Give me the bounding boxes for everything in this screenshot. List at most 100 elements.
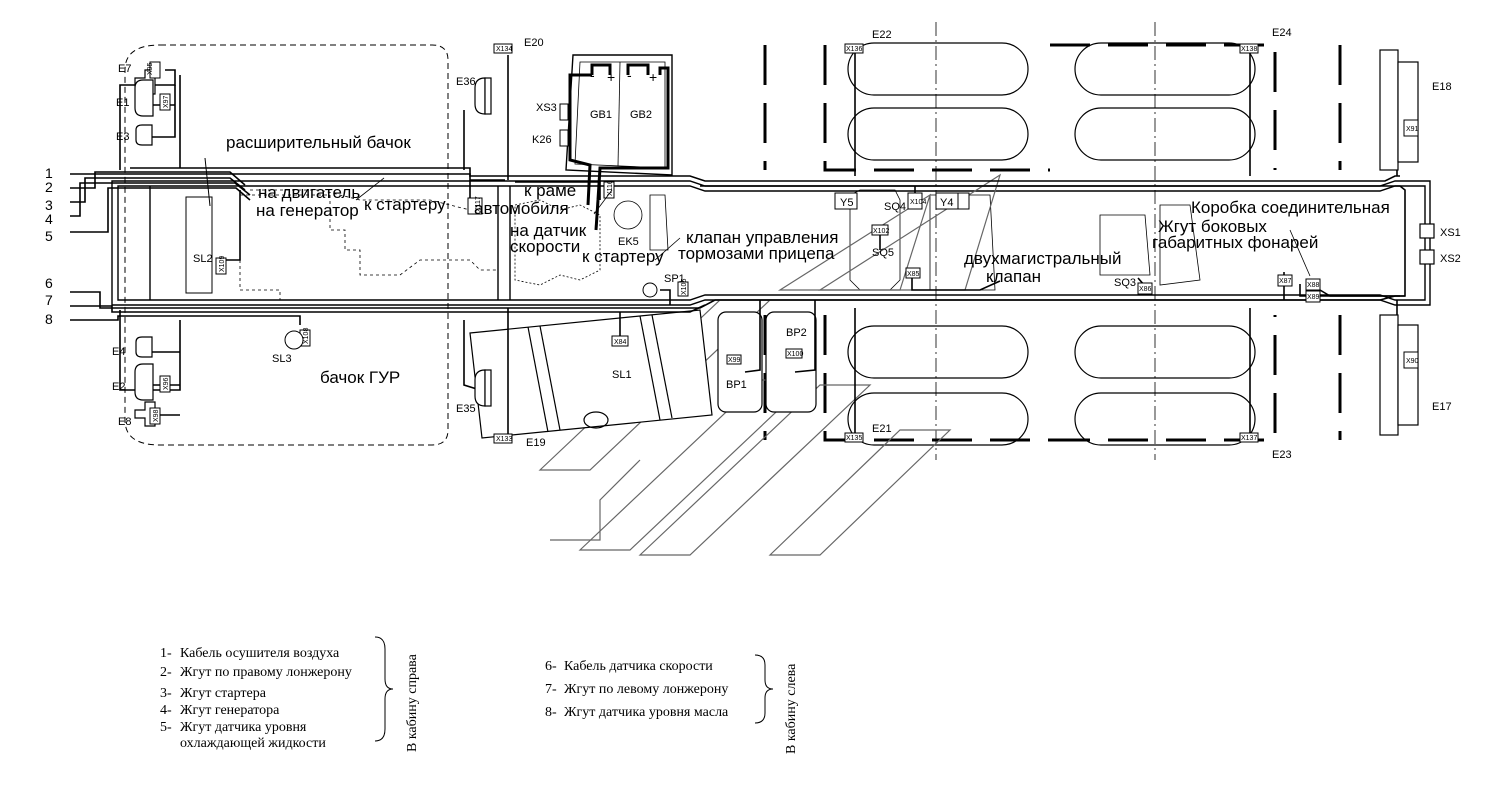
label-e35: E35 [456, 403, 476, 415]
label-sq3: SQ3 [1114, 277, 1136, 289]
connector-x116: X116 [607, 180, 614, 196]
annotation-power-steering-tank: бачок ГУР [320, 368, 400, 387]
label-xs3: XS3 [536, 102, 557, 114]
connector-x136: X136 [846, 46, 862, 53]
legend-item-text: Кабель осушителя воздуха [180, 646, 340, 661]
legend-item-text-cont: охлаждающей жидкости [180, 736, 326, 751]
connector-x108: X108 [303, 328, 310, 344]
legend-brace-left [754, 654, 774, 724]
annotation-to-speed-sensor-2: скорости [510, 237, 580, 256]
connector-x90: X90 [1406, 358, 1419, 365]
legend-item-text: Жгут генератора [180, 703, 280, 718]
connector-x109: X109 [219, 256, 226, 272]
rear-lamps [1379, 49, 1435, 436]
connector-x104: X104 [910, 199, 926, 206]
legend-item-text: Жгут датчика уровня [180, 720, 307, 735]
connector-x86: X86 [1139, 286, 1152, 293]
connector-x89: X89 [1307, 294, 1320, 301]
legend-item-text: Жгут датчика уровня масла [564, 705, 729, 720]
annotation-junction-box: Коробка соединительная [1191, 198, 1390, 217]
axle-centerlines [935, 22, 1156, 460]
legend-item-number: 3- [160, 686, 172, 701]
annotation-to-starter-1: к стартеру [364, 195, 446, 214]
label-xs1: XS1 [1440, 227, 1461, 239]
connector-x98: X98 [153, 409, 160, 422]
connector-x91: X91 [1406, 126, 1419, 133]
label-k26: K26 [532, 134, 552, 146]
label-e7: E7 [118, 63, 131, 75]
annotation-trailer-valve-1: клапан управления [686, 228, 839, 247]
connector-x102: X102 [873, 228, 889, 235]
annotation-to-frame-2: автомобиля [474, 199, 569, 218]
annotation-dual-valve-1: двухмагистральный [964, 249, 1122, 268]
cab-outline [124, 44, 449, 446]
wheels [847, 42, 1256, 446]
harness-number: 8 [45, 311, 53, 327]
label-e2: E2 [112, 381, 125, 393]
label-y4: Y4 [940, 197, 953, 209]
label-sl3: SL3 [272, 353, 292, 365]
connector-x137: X137 [1241, 435, 1257, 442]
label-e22: E22 [872, 29, 892, 41]
label-ek5: EK5 [618, 236, 639, 248]
connector-x88: X88 [1307, 282, 1320, 289]
connector-x138: X138 [1241, 46, 1257, 53]
label-gb1: GB1 [590, 109, 612, 121]
battery-minus-sign: - [627, 67, 632, 83]
legend-item-number: 7- [545, 682, 557, 697]
legend-item-number: 1- [160, 646, 172, 661]
legend-item-text: Жгут стартера [180, 686, 267, 701]
label-sq5: SQ5 [872, 247, 894, 259]
front-lamps [134, 69, 156, 427]
fuel-tank [469, 309, 713, 439]
label-e24: E24 [1272, 27, 1292, 39]
label-e23: E23 [1272, 449, 1292, 461]
annotation-side-lamps-1: Жгут боковых [1158, 217, 1267, 236]
annotation-expansion-tank: расширительный бачок [226, 133, 411, 152]
connector-x95: X95 [147, 62, 154, 75]
label-e19: E19 [526, 437, 546, 449]
sl3-sensor [284, 330, 304, 350]
label-e8: E8 [118, 416, 131, 428]
legend-side-label-left: В кабину слева [784, 663, 799, 754]
annotation-side-lamps-2: габаритных фонарей [1152, 233, 1318, 252]
side-markers [474, 77, 492, 407]
label-e36: E36 [456, 76, 476, 88]
annotation-to-generator: на генератор [256, 201, 359, 220]
harness-number: 6 [45, 275, 53, 291]
battery-minus-sign: - [590, 67, 595, 83]
label-e4: E4 [112, 346, 125, 358]
label-e1: E1 [116, 97, 129, 109]
label-sp1: SP1 [664, 273, 685, 285]
label-xs2: XS2 [1440, 253, 1461, 265]
leader-lines [355, 177, 1311, 277]
annotation-to-speed-sensor-1: на датчик [510, 221, 587, 240]
annotation-trailer-valve-2: тормозами прицепа [678, 244, 835, 263]
label-bp1: BP1 [726, 379, 747, 391]
connector-boxes [149, 43, 1419, 444]
legend-item-text: Жгут по правому лонжерону [180, 665, 352, 680]
connector-x96: X96 [163, 377, 170, 390]
annotation-to-engine: на двигатель [258, 183, 360, 202]
k26-relay [559, 129, 569, 147]
label-sq4: SQ4 [884, 201, 906, 213]
harness-number: 4 [45, 211, 53, 227]
legend-item-number: 6- [545, 659, 557, 674]
connector-x133: X133 [496, 436, 512, 443]
connector-x100: X100 [787, 351, 803, 358]
sp1-sensor [642, 282, 658, 298]
xs3-connector [559, 103, 569, 121]
label-e3: E3 [116, 131, 129, 143]
battery-box [565, 54, 673, 176]
expansion-tank [185, 196, 213, 294]
gearbox-sketch [514, 194, 669, 286]
battery-plus-sign: + [607, 69, 615, 85]
y5-valve [834, 192, 858, 210]
connector-x99: X99 [728, 357, 741, 364]
axle-housings [849, 189, 1201, 291]
label-e20: E20 [524, 37, 544, 49]
harness-number: 1 [45, 165, 53, 181]
annotation-to-frame-1: к раме [524, 181, 576, 200]
